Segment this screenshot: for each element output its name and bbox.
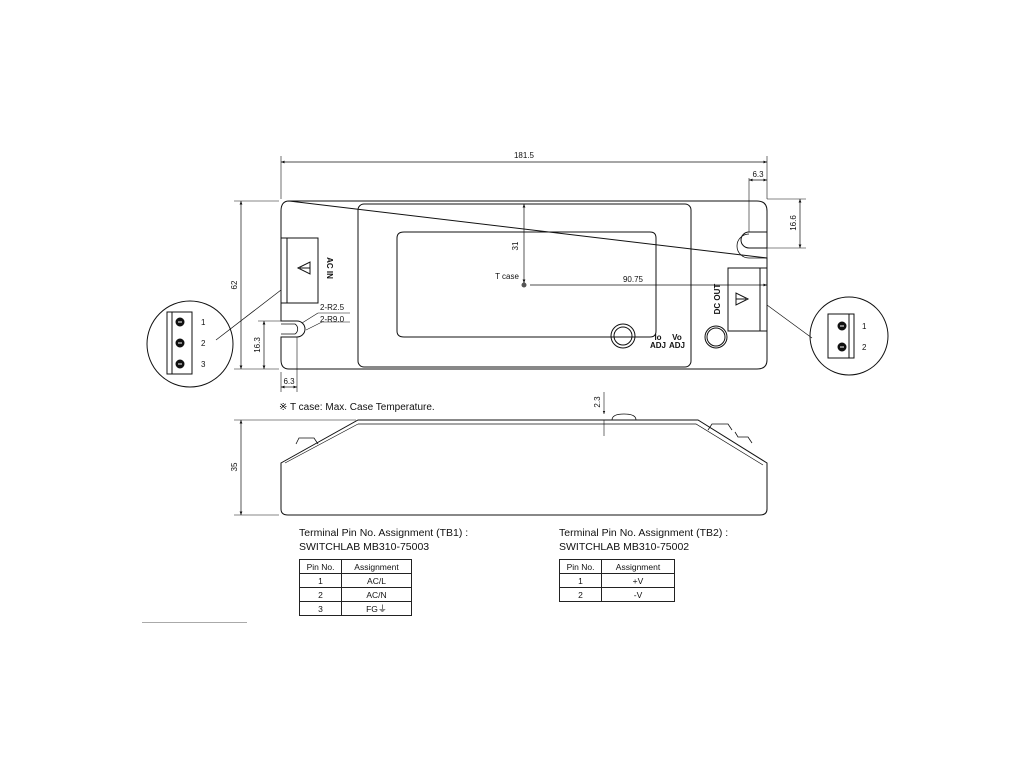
assignment-cell: AC/N xyxy=(341,587,412,602)
dim-mount-slot-left: 16.3 xyxy=(253,337,262,353)
tb1-pin-label-3: 3 xyxy=(201,360,206,369)
dim-overall-length: 181.5 xyxy=(514,151,535,160)
io-adj-label-top: Io xyxy=(654,333,661,342)
dim-tcase-horizontal: 90.75 xyxy=(623,275,644,284)
pin-cell: 1 xyxy=(299,573,342,588)
tb2-pin-label-1: 1 xyxy=(862,322,867,331)
dim-radius-large: 2-R9.0 xyxy=(320,315,345,324)
dim-radius-small: 2-R2.5 xyxy=(320,303,345,312)
vo-adj-label-bottom: ADJ xyxy=(669,341,685,350)
adj-knob xyxy=(611,413,637,421)
pin-cell: 2 xyxy=(299,587,342,602)
tcase-label: T case xyxy=(495,272,519,281)
top-view-outline-bottom xyxy=(280,200,768,370)
tb2-pin-table: Pin No. Assignment 1 +V 2 -V xyxy=(559,559,675,602)
table-row: 1 +V xyxy=(559,573,675,588)
pin-cell: 2 xyxy=(559,587,602,602)
assignment-cell: AC/L xyxy=(341,573,412,588)
col-header-pin: Pin No. xyxy=(559,559,602,574)
dim-mount-offset-right: 6.3 xyxy=(752,170,764,179)
assignment-text: FG xyxy=(366,604,378,614)
col-header-assignment: Assignment xyxy=(341,559,412,574)
tcase-note: ※ T case: Max. Case Temperature. xyxy=(279,402,435,413)
dc-out-label: DC OUT xyxy=(713,284,722,315)
col-header-assignment: Assignment xyxy=(601,559,675,574)
dim-mount-offset-left: 6.3 xyxy=(283,377,295,386)
ground-icon: ⏚ xyxy=(377,604,387,614)
dim-knob-height: 2.3 xyxy=(593,396,602,408)
side-view-outline xyxy=(280,419,768,516)
tb1-pin-table: Pin No. Assignment 1 AC/L 2 AC/N 3 FG⏚ xyxy=(299,559,412,616)
table-row: 2 -V xyxy=(559,587,675,602)
side-view xyxy=(234,392,768,516)
dim-height: 35 xyxy=(230,462,239,471)
tb2-section: Terminal Pin No. Assignment (TB2) : SWIT… xyxy=(559,526,728,602)
ac-in-label: AC IN xyxy=(325,257,334,279)
io-adj-label-bottom: ADJ xyxy=(650,341,666,350)
tb1-callout xyxy=(146,300,234,388)
top-view-outline xyxy=(289,200,768,249)
table-header-row: Pin No. Assignment xyxy=(559,559,675,574)
tb1-pin-label-2: 2 xyxy=(201,339,206,348)
table-row: 2 AC/N xyxy=(299,587,412,602)
io-adj-pot xyxy=(610,323,636,349)
vo-adj-pot xyxy=(704,325,728,349)
tcase-point xyxy=(521,282,527,288)
tb2-callout xyxy=(809,296,889,376)
pin-cell: 3 xyxy=(299,601,342,616)
pin-cell: 1 xyxy=(559,573,602,588)
col-header-pin: Pin No. xyxy=(299,559,342,574)
assignment-cell: -V xyxy=(601,587,675,602)
dim-mount-slot-right: 16.6 xyxy=(789,215,798,231)
tb2-title: Terminal Pin No. Assignment (TB2) : xyxy=(559,527,729,539)
footer-divider xyxy=(142,622,247,623)
vo-adj-label-top: Vo xyxy=(672,333,682,342)
dim-width: 62 xyxy=(230,280,239,289)
assignment-cell: +V xyxy=(601,573,675,588)
table-header-row: Pin No. Assignment xyxy=(299,559,412,574)
assignment-cell: FG⏚ xyxy=(341,601,412,616)
table-row: 1 AC/L xyxy=(299,573,412,588)
tb1-section: Terminal Pin No. Assignment (TB1) : SWIT… xyxy=(299,526,468,616)
tb1-model: SWITCHLAB MB310-75003 xyxy=(299,541,430,553)
tb2-model: SWITCHLAB MB310-75002 xyxy=(559,541,690,553)
dim-tcase-vertical: 31 xyxy=(511,241,520,250)
tb1-title: Terminal Pin No. Assignment (TB1) : xyxy=(299,527,469,539)
top-view xyxy=(146,156,889,392)
table-row: 3 FG⏚ xyxy=(299,601,412,616)
tb1-pin-label-1: 1 xyxy=(201,318,206,327)
tb2-pin-label-2: 2 xyxy=(862,343,867,352)
